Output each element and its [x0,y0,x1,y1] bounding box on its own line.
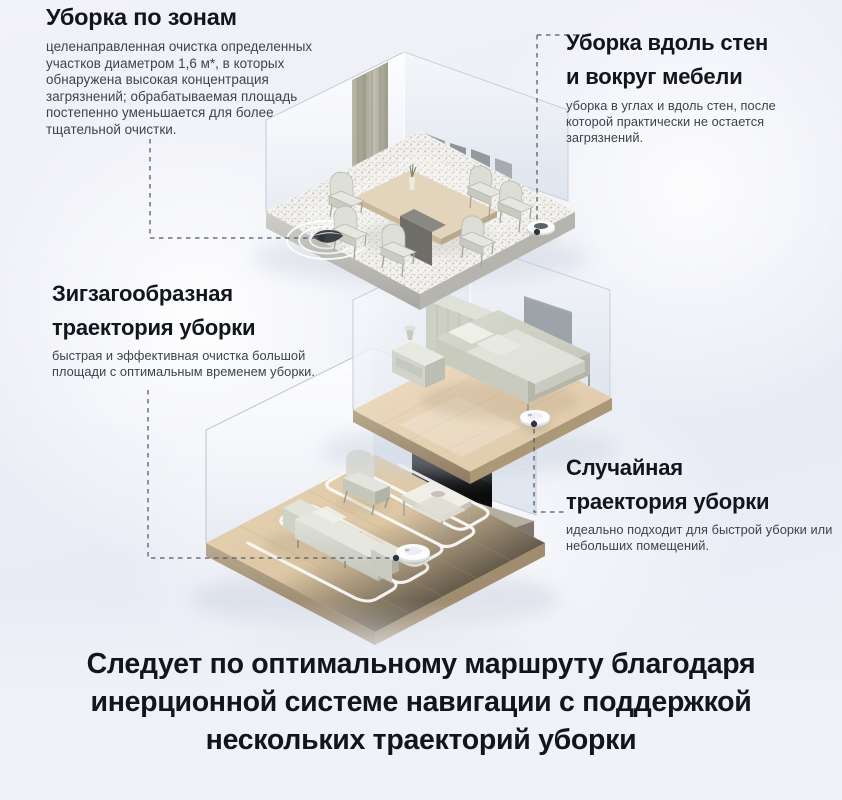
coffee-table [402,481,471,535]
callout-wall-title-line2: и вокруг мебели [566,64,743,89]
callout-wall-cleaning: Уборка вдоль стен и вокруг мебели уборка… [566,30,828,146]
callout-wall-body: уборка в углах и вдоль стен, после котор… [566,98,776,145]
robot-vacuum-wall-follow [526,220,556,240]
vase [409,177,415,190]
callout-random-title-line1: Случайная [566,455,683,480]
callout-zigzag-cleaning: Зигзагообразная траектория уборки быстра… [52,281,342,380]
robot-vacuum-bedroom [519,410,551,432]
bottom-fade [0,600,842,800]
callout-wall-title-line1: Уборка вдоль стен [566,30,769,55]
callout-random-body: идеально подходит для быстрой уборки или… [566,522,833,553]
callout-random-cleaning: Случайная траектория уборки идеально под… [566,455,842,554]
floor-dining-room [252,51,588,310]
bed [422,292,590,420]
callout-zigzag-title-line2: траектория уборки [52,314,256,340]
headline-line-2: инерционной системе навигации с поддержк… [90,686,752,718]
callout-random-title-line2: траектория уборки [566,488,770,514]
headline-line-1: Следует по оптимальному маршруту благода… [86,648,756,680]
callout-zone-cleaning: Уборка по зонам целенаправленная очистка… [46,4,346,139]
bottom-headline: Следует по оптимальному маршруту благода… [0,645,842,759]
table-lamp [406,329,414,340]
callout-zigzag-body: быстрая и эффективная очистка большой пл… [52,348,315,379]
dining-table-top [355,170,497,239]
callout-zone-body: целенаправленная очистка определенных уч… [46,39,313,137]
floor-bedroom [320,242,620,488]
callout-zone-title: Уборка по зонам [46,4,237,30]
nightstand [392,325,445,388]
robot-vacuum-living-room [395,544,431,569]
headline-line-3: нескольких траекторий уборки [205,724,637,756]
robot-vacuum-zone [313,230,343,250]
callout-zigzag-title-line1: Зигзагообразная [52,281,233,306]
